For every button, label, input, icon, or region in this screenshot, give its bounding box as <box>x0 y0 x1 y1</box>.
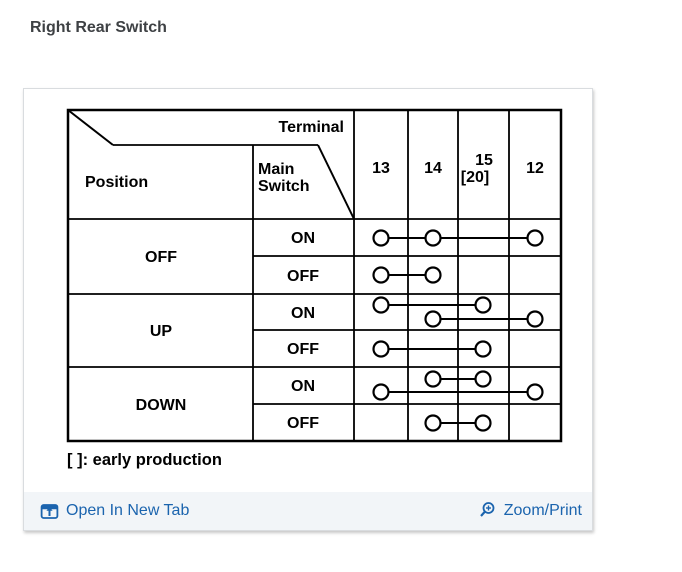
terminal-12-label: 12 <box>526 160 544 177</box>
position-up-label: UP <box>150 323 173 340</box>
up-off-label: OFF <box>287 341 319 358</box>
zoom-magnifier-icon <box>477 501 497 521</box>
terminal-13-label: 13 <box>372 160 390 177</box>
position-down-label: DOWN <box>136 397 187 414</box>
zoom-print-link[interactable]: Zoom/Print <box>477 501 582 521</box>
open-in-new-tab-label: Open In New Tab <box>66 502 190 519</box>
terminal-15-early-label: [20] <box>461 169 489 186</box>
switch-continuity-diagram: Terminal Position Main Switch 13 14 15 [… <box>24 89 592 493</box>
position-header-label: Position <box>85 174 148 191</box>
down-on-label: ON <box>291 378 315 395</box>
continuity-connections <box>372 229 544 432</box>
open-in-new-tab-link[interactable]: Open In New Tab <box>40 502 189 521</box>
off-on-label: ON <box>291 230 315 247</box>
open-in-new-tab-icon <box>40 502 59 521</box>
viewer-footer-bar: Open In New Tab Zoom/Print <box>24 492 592 530</box>
table-grid <box>66 108 563 443</box>
position-off-label: OFF <box>145 249 177 266</box>
off-off-label: OFF <box>287 268 319 285</box>
diagram-viewer-card: Terminal Position Main Switch 13 14 15 [… <box>23 88 593 531</box>
main-switch-header-label-line1: Main <box>258 161 294 178</box>
zoom-print-label: Zoom/Print <box>503 502 582 519</box>
main-switch-header-label-line2: Switch <box>258 178 310 195</box>
down-off-label: OFF <box>287 415 319 432</box>
terminal-15-label: 15 <box>475 152 493 169</box>
up-on-label: ON <box>291 305 315 322</box>
terminal-14-label: 14 <box>424 160 442 177</box>
terminal-header-label: Terminal <box>279 119 345 136</box>
page-title: Right Rear Switch <box>30 19 167 36</box>
early-production-caption: [ ]: early production <box>67 451 222 469</box>
